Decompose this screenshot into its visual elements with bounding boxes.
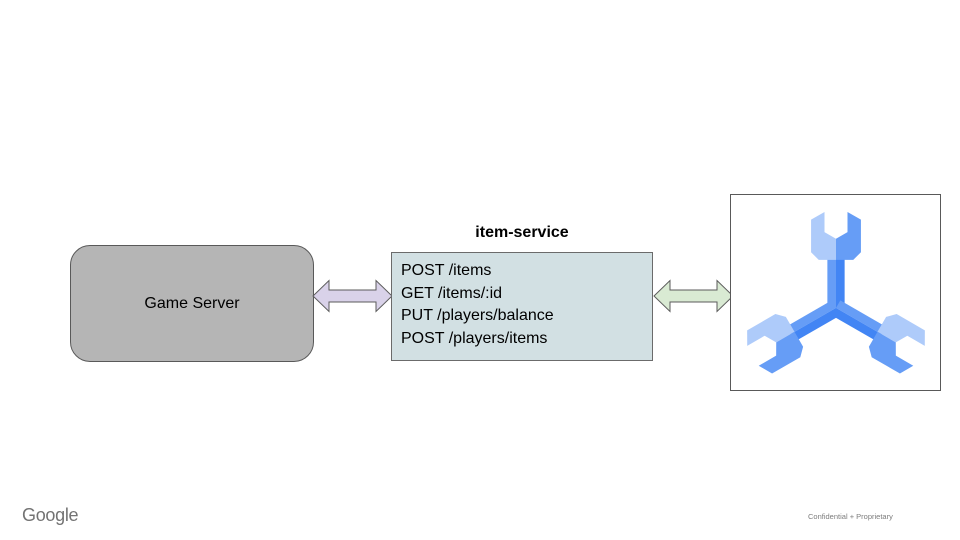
bidirectional-arrow-right-icon xyxy=(653,279,734,313)
cloud-spanner-icon xyxy=(742,211,929,376)
bidirectional-arrow-left-icon xyxy=(312,279,393,313)
item-service-title: item-service xyxy=(475,224,569,241)
endpoint-line: POST /players/items xyxy=(401,329,548,347)
cloud-spanner-node xyxy=(730,194,941,391)
endpoint-line: GET /items/:id xyxy=(401,284,503,302)
google-logo: Google xyxy=(22,505,79,525)
game-server-label: Game Server xyxy=(144,294,240,312)
game-server-node: Game Server xyxy=(70,245,314,362)
confidential-note: Confidential + Proprietary xyxy=(808,512,893,521)
endpoint-line: POST /items xyxy=(401,262,492,279)
endpoint-line: PUT /players/balance xyxy=(401,307,554,325)
item-service-node: POST /items GET /items/:id PUT /players/… xyxy=(391,252,653,361)
